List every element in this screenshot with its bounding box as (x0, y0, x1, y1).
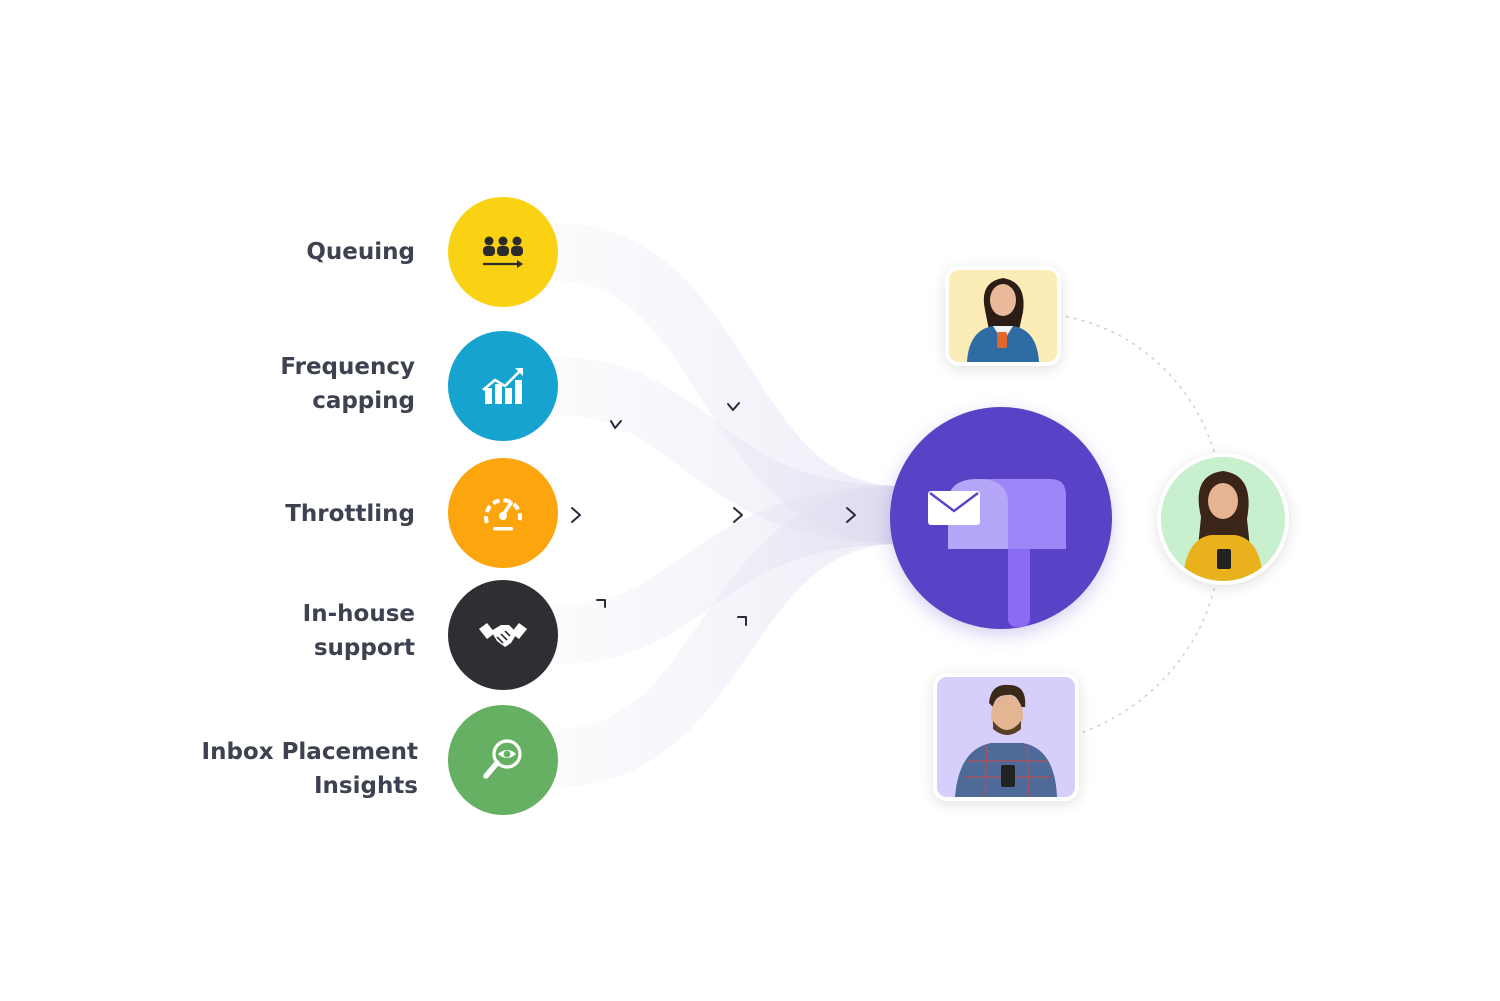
feature-circle-frequency-capping (448, 331, 558, 441)
feature-circle-in-house-support (448, 580, 558, 690)
feature-circle-inbox-placement-insights (448, 705, 558, 815)
feature-label-line: Frequency (280, 354, 415, 380)
person-avatar-icon (937, 677, 1075, 797)
flow-arrow-icon (727, 402, 740, 411)
feature-label-in-house-support: In-house support (303, 597, 415, 665)
feature-label-throttling: Throttling (285, 497, 415, 531)
feature-label-inbox-placement-insights: Inbox Placement Insights (202, 735, 418, 803)
feature-circle-throttling (448, 458, 558, 568)
bar-chart-trend-icon (482, 368, 523, 404)
feature-label-line: capping (312, 388, 415, 414)
flow-arrow-icon (846, 507, 856, 523)
feature-label-line: support (313, 635, 415, 661)
queue-people-icon (483, 236, 523, 268)
feature-label-line: Queuing (306, 239, 415, 265)
mailbox-icon (928, 479, 1066, 627)
feature-label-line: Throttling (285, 501, 415, 527)
feature-label-frequency-capping: Frequency capping (280, 350, 415, 418)
flow-arrow-icon (596, 599, 606, 608)
flow-band-inbox-placement (553, 486, 902, 787)
flow-arrow-icon (737, 616, 747, 626)
magnifier-eye-icon (483, 739, 522, 779)
feature-label-line: In-house (302, 601, 415, 627)
speedometer-icon (484, 498, 522, 531)
feature-circle-queuing (448, 197, 558, 307)
recipient-woman-blue-jacket (945, 266, 1061, 366)
feature-label-queuing: Queuing (306, 235, 415, 269)
recipient-woman-yellow-top (1157, 453, 1289, 585)
feature-label-line: Insights (313, 773, 418, 799)
handshake-icon (479, 623, 527, 647)
flow-arrow-icon (733, 507, 743, 523)
flow-arrow-icon (610, 420, 622, 429)
flow-arrow-icon (571, 507, 581, 523)
person-avatar-icon (949, 270, 1057, 362)
mailbox-hub (890, 407, 1112, 629)
person-avatar-icon (1161, 457, 1285, 581)
connector-line (1057, 314, 1216, 456)
feature-label-line: Inbox Placement (201, 739, 418, 765)
recipient-man-plaid-shirt (933, 673, 1079, 801)
